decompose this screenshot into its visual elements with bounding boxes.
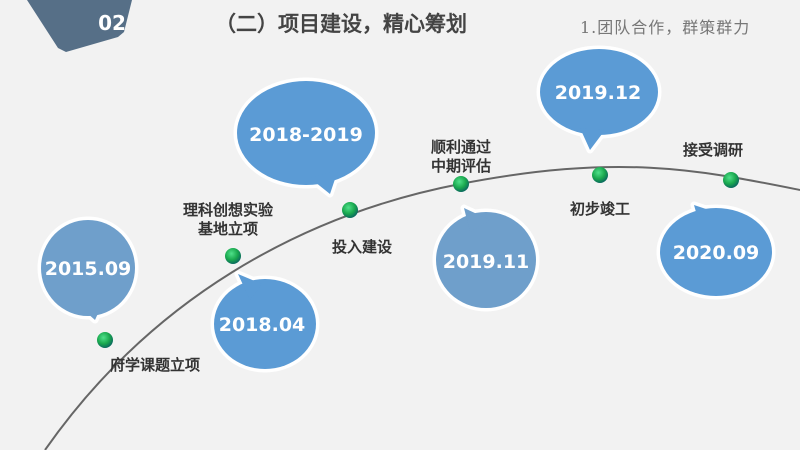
date-bubble [41, 220, 135, 316]
header-badge [27, 0, 132, 52]
page-title: （二）项目建设，精心筹划 [215, 12, 467, 36]
milestone-label-line2: 中期评估 [430, 157, 492, 175]
timeline-curve [44, 166, 800, 450]
milestone-label: 顺利通过中期评估 [431, 138, 491, 176]
milestone-label: 投入建设 [331, 238, 393, 256]
milestone-label-line1: 顺利通过 [430, 138, 492, 156]
date-text: 2018-2019 [249, 124, 363, 146]
milestone-label: 接受调研 [682, 141, 744, 159]
milestone-label: 府学课题立项 [109, 356, 201, 374]
timeline-node [97, 332, 113, 348]
milestone-label-line2: 基地立项 [197, 220, 259, 238]
timeline-node [342, 202, 358, 218]
timeline-nodes [97, 167, 739, 348]
timeline-node [453, 176, 469, 192]
date-bubble [660, 208, 772, 296]
timeline-node [225, 248, 241, 264]
date-text: 2015.09 [45, 258, 132, 280]
date-text: 2020.09 [673, 242, 760, 264]
timeline-node [592, 167, 608, 183]
milestone-label: 理科创想实验基地立项 [183, 201, 273, 239]
date-bubble [214, 279, 316, 369]
timeline-node [723, 172, 739, 188]
date-text: 2019.12 [555, 82, 642, 104]
date-text: 2019.11 [443, 251, 530, 273]
milestone-label-line1: 理科创想实验 [182, 201, 274, 219]
milestone-label: 初步竣工 [569, 200, 631, 218]
date-bubble [540, 49, 658, 135]
section-number: 02 [98, 11, 126, 35]
date-text: 2018.04 [219, 314, 306, 336]
page-subtitle: 1.团队合作，群策群力 [580, 18, 751, 37]
date-bubble [237, 81, 375, 185]
date-bubble [436, 212, 536, 308]
